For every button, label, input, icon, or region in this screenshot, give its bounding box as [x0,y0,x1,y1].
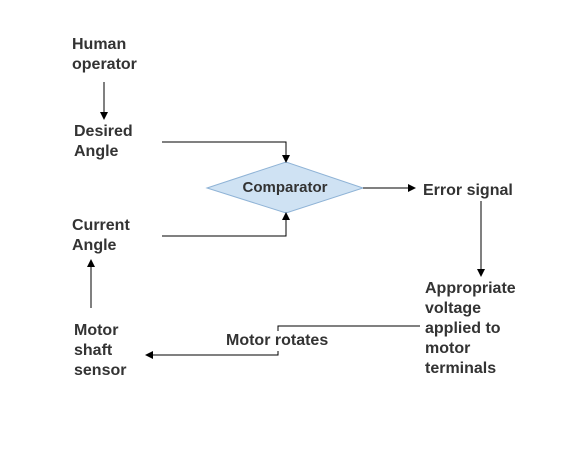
node-comparator-label: Comparator [242,179,328,196]
node-current-angle: Current Angle [72,217,130,254]
node-human-operator: Human operator [72,36,137,73]
node-desired-angle: Desired Angle [74,123,133,160]
arrow-current-to-comparator [162,212,290,237]
node-motor-rotates: Motor rotates [226,331,329,351]
node-error-signal: Error signal [423,182,513,199]
node-appropriate-voltage: Appropriate voltage applied to motor ter… [425,280,516,377]
node-motor-shaft-sensor: Motor shaft sensor [74,322,127,379]
arrow-desired-to-comparator [162,141,290,163]
